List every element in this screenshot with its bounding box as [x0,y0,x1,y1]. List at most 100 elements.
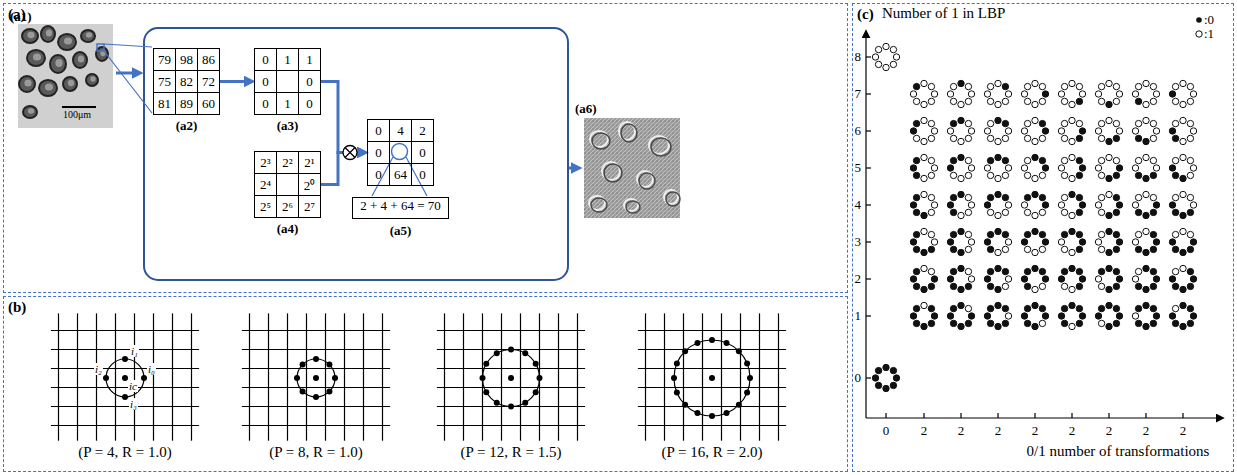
lbp-bit [1190,165,1196,171]
lbp-bit [1069,323,1075,329]
lbp-bit [1190,239,1196,245]
lbp-bit [968,165,974,171]
lbp-bit [1098,231,1104,237]
lbp-bit [1187,231,1193,237]
lbp-bit [1187,194,1193,200]
lbp-bit [1172,246,1178,252]
lbp-bit [921,80,927,86]
sample-point [674,390,680,396]
lbp-bit [1180,323,1186,329]
lbp-bit [1079,128,1085,134]
grid-line [577,313,578,440]
grid-line [287,313,288,440]
grid-cell: 2⁶ [276,195,299,218]
flow-arrow [569,167,573,170]
lbp-bit [1169,165,1175,171]
grid-cell: 0 [298,92,321,115]
lbp-bit [913,320,919,326]
lbp-bit [1150,157,1156,163]
lbp-bit [921,138,927,144]
lbp-bit [950,98,956,104]
sample-point [332,375,338,381]
lbp-bit [950,231,956,237]
lbp-bit [1113,135,1119,141]
lbp-bit [1061,268,1067,274]
lbp-bit [1076,209,1082,215]
lbp-bit [995,249,1001,255]
tick-label: 2 [995,423,1002,439]
lbp-bit [890,46,896,52]
lbp-bit [965,268,971,274]
lbp-bit [1032,228,1038,234]
lbp-bit [1180,228,1186,234]
grid-cell: 0 [367,119,390,142]
panel-frame: (a)(a1)100μm799886758272818960(a2)011000… [3,3,848,293]
sample-circle [674,340,750,416]
lbp-bit [1098,246,1104,252]
grid-line [134,313,135,440]
y-tick [866,167,871,168]
lbp-bit [1153,128,1159,134]
legend-text: :1 [1204,26,1214,42]
lbp-bit [928,194,934,200]
lbp-bit [913,135,919,141]
lbp-bit [1069,175,1075,181]
grid-line [437,387,585,388]
lbp-bit [1002,231,1008,237]
lbp-bit [1021,239,1027,245]
lbp-bit [883,43,889,49]
sample-point [533,389,539,395]
grid-cell: 0 [411,141,434,164]
lbp-bit [1190,128,1196,134]
axis-title: 0/1 number of transformations [1027,443,1210,460]
lbp-bit [1106,138,1112,144]
cell-core [55,59,62,67]
lbp-bit [1069,265,1075,271]
lbp-bit [1058,91,1064,97]
legend-sample [1196,31,1202,37]
lbp-bit [1032,117,1038,123]
grid-line [778,313,779,440]
lbp-bit [928,98,934,104]
lbp-bit [995,228,1001,234]
lbp-bit [1032,154,1038,160]
lbp-bit [950,120,956,126]
lbp-bit [1039,135,1045,141]
sample-point [300,388,306,394]
lbp-bit [950,194,956,200]
lbp-bit [984,91,990,97]
cell-value: 2⁷ [304,199,315,215]
lbp-bit [1061,305,1067,311]
lbp-bit [1172,268,1178,274]
lbp-bit [1032,191,1038,197]
lbp-bit [921,249,927,255]
lbp-bit [921,212,927,218]
grid-line [242,406,390,407]
lbp-bit [910,128,916,134]
lbp-bit [1172,120,1178,126]
lbp-bit [965,246,971,252]
grid-line [683,313,684,440]
lbp-bit [1039,98,1045,104]
lbp-bit [1076,246,1082,252]
lbp-bit [921,154,927,160]
cell-blob [27,50,45,66]
cell-value: 0 [375,145,382,161]
lbp-bit [958,228,964,234]
lbp-bit [1106,302,1112,308]
multiply-symbol [345,148,355,158]
y-tick [866,204,871,205]
lbp-bit [1024,194,1030,200]
sample-point [674,360,680,366]
tick-label: 2 [1106,423,1113,439]
lbp-bit [1135,172,1141,178]
cell-blob [39,80,57,96]
sample-point [483,361,489,367]
lbp-bit [995,286,1001,292]
lbp-bit [1069,80,1075,86]
tick-label: 6 [855,123,862,139]
tick-label: 2 [958,423,965,439]
lbp-bit [1002,268,1008,274]
lbp-bit [987,172,993,178]
relief-ring [666,192,680,206]
